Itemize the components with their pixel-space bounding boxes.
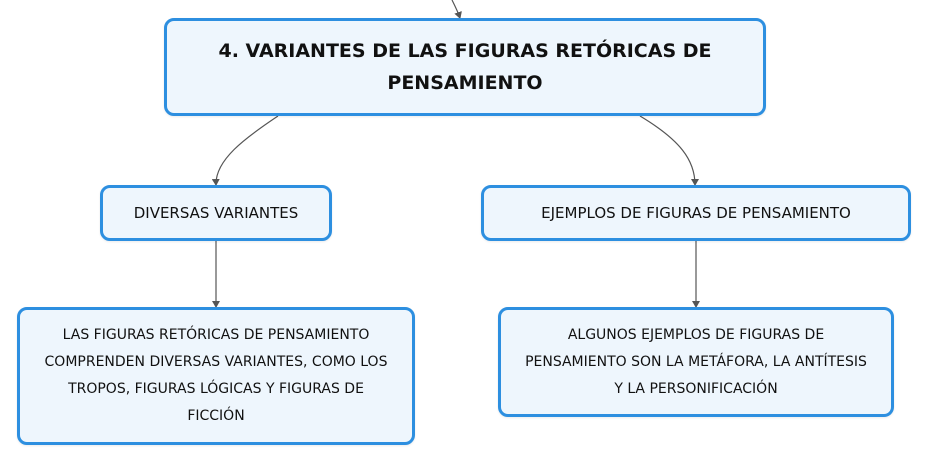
branch-examples-label: EJEMPLOS DE FIGURAS DE PENSAMIENTO (541, 204, 851, 222)
connector-from-parent (451, 0, 462, 19)
main-topic-node[interactable]: 4. VARIANTES DE LAS FIGURAS RETÓRICAS DE… (164, 18, 766, 116)
subtopic-variants-text: LAS FIGURAS RETÓRICAS DE PENSAMIENTO COM… (44, 327, 388, 424)
connector-main-to-variants (211, 115, 279, 186)
branch-node-examples[interactable]: EJEMPLOS DE FIGURAS DE PENSAMIENTO (481, 185, 911, 241)
subtopic-node-variants-detail[interactable]: LAS FIGURAS RETÓRICAS DE PENSAMIENTO COM… (17, 307, 415, 445)
subtopic-node-examples-detail[interactable]: ALGUNOS EJEMPLOS DE FIGURAS DE PENSAMIEN… (498, 307, 894, 417)
main-topic-text: 4. VARIANTES DE LAS FIGURAS RETÓRICAS DE… (218, 40, 712, 94)
branch-node-variants[interactable]: DIVERSAS VARIANTES (100, 185, 332, 241)
connector-main-to-examples (639, 115, 699, 186)
subtopic-examples-text: ALGUNOS EJEMPLOS DE FIGURAS DE PENSAMIEN… (525, 326, 867, 397)
branch-variants-label: DIVERSAS VARIANTES (133, 204, 299, 222)
